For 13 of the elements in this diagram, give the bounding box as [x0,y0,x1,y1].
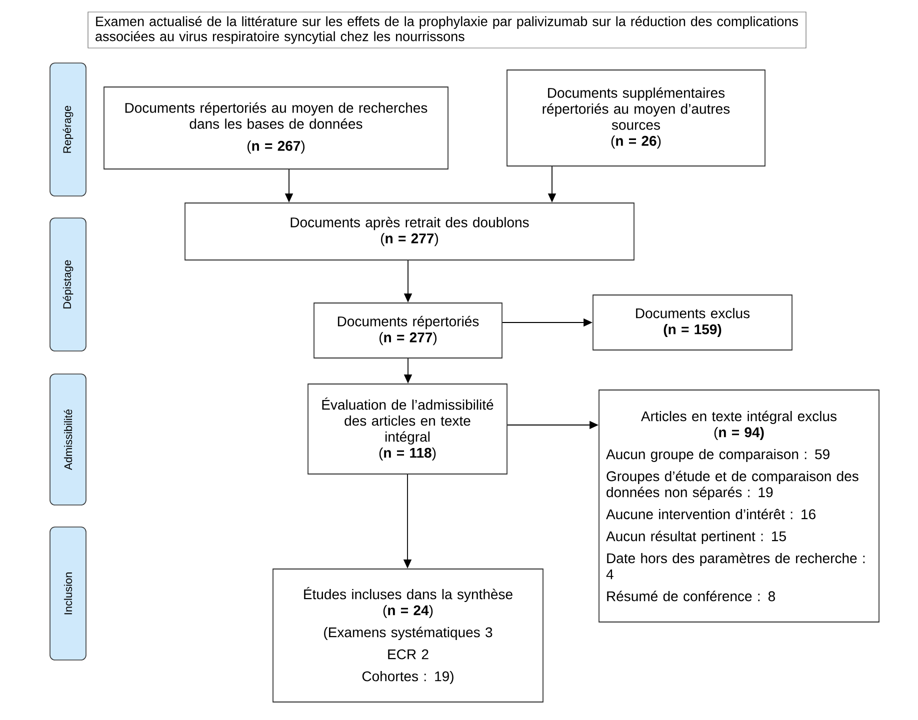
process-box: Documents répertoriés (n = 277) [314,302,502,358]
process-box: Documents après retrait des doublons (n = 277) [184,202,634,260]
exclusion-box: Articles en texte intégral exclus (n = 94) Aucun groupe de comparaison : 59 Groupes d’étude et de comparaison des données non séparés : 19 Aucune intervention d’intérêt : 16 Aucun résultat pertinent : 15 Date hors des paramètres de recherche : 4 Résumé de conférence : 8 [598,390,880,622]
process-box: Documents exclus (n = 159) [592,294,792,350]
stage-label: Repérage [50,62,86,196]
process-box: Documents supplémentaires répertoriés au moyen d’autres sources (n = 26) [506,70,766,166]
process-box: Évaluation de l’admissibilité des articles en texte intégral (n = 118) [308,384,508,474]
stage-label: Inclusion [50,526,86,660]
title-box: Examen actualisé de la littérature sur les effets de la prophylaxie par palivizumab sur la réduction des complications associées au virus respiratoire syncytial chez les nourrissons [88,12,806,48]
stage-label: Admissibilité [50,374,86,506]
process-box: Études incluses dans la synthèse (n = 24) (Examens systématiques 3 ECR 2 Cohortes : 19) [272,568,544,702]
stage-label: Dépistage [50,218,86,352]
process-box: Documents répertoriés au moyen de recherches dans les bases de données (n = 267) [104,86,448,170]
